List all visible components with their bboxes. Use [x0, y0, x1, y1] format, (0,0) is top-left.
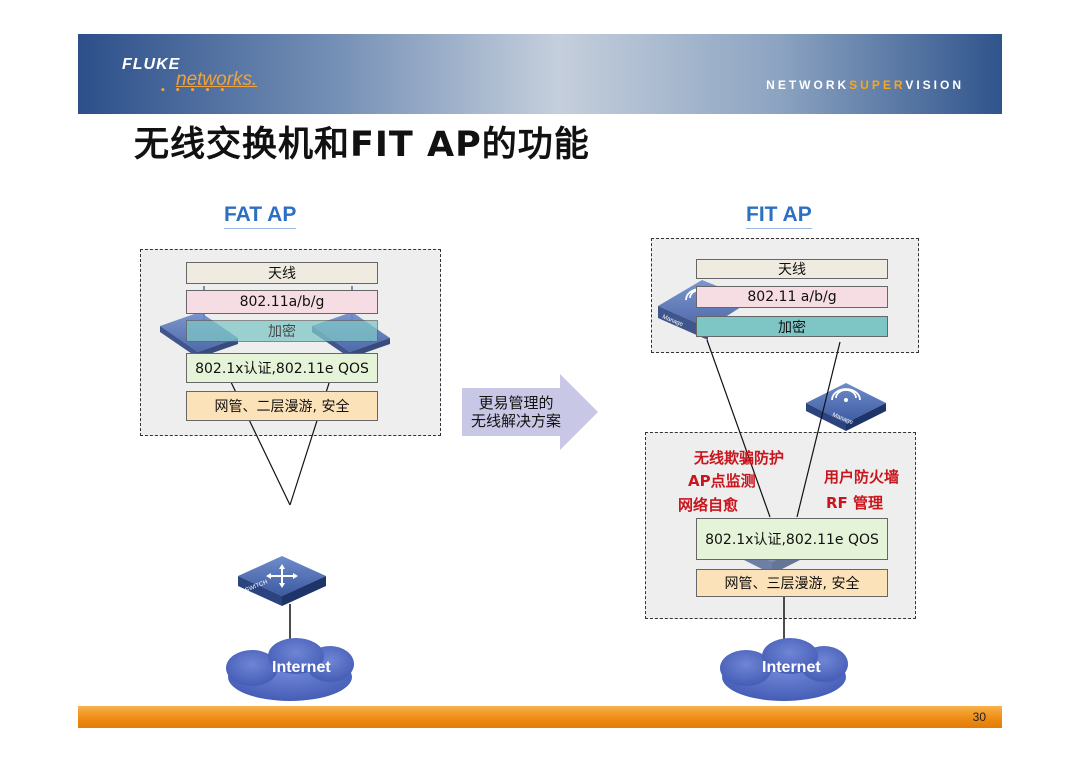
footer-bar: 30	[78, 706, 1002, 728]
managed-ap-device: Manage	[806, 383, 886, 431]
internet-label-left: Internet	[272, 659, 331, 676]
internet-label-right: Internet	[762, 659, 821, 676]
fit-layer-encrypt: 加密	[696, 316, 888, 337]
switch-icon: SWITCH	[238, 556, 326, 606]
feature-ap-monitor: AP点监测	[688, 472, 756, 490]
fat-layer-radio: 802.11a/b/g	[186, 290, 378, 314]
page-number: 30	[972, 710, 986, 724]
fit-layer-radio: 802.11 a/b/g	[696, 286, 888, 308]
arrow-icon	[462, 374, 598, 450]
logo-dots: • • • • •	[160, 86, 229, 96]
fat-layer-encrypt: 加密	[186, 320, 378, 342]
switch-layer-management: 网管、三层漫游, 安全	[696, 569, 888, 597]
feature-self-healing: 网络自愈	[678, 496, 739, 514]
slide-title: 无线交换机和FIT AP的功能	[134, 125, 590, 165]
fit-ap-title: FIT AP	[746, 203, 812, 229]
tagline-network: NETWORK	[766, 78, 850, 92]
arrow-caption-line1: 更易管理的	[478, 394, 554, 412]
arrow-caption-line2: 无线解决方案	[470, 412, 561, 430]
feature-user-firewall: 用户防火墙	[824, 468, 900, 486]
fat-ap-title: FAT AP	[224, 203, 297, 229]
logo-networks: networks.	[176, 69, 258, 90]
internet-cloud-right	[720, 638, 848, 701]
fit-link-right	[796, 341, 841, 518]
header-banner: FLUKE networks. • • • • • NETWORKSUPERVI…	[78, 34, 1002, 114]
tagline: NETWORKSUPERVISION	[766, 78, 964, 92]
tagline-super: SUPER	[849, 78, 906, 92]
arrow-caption: 更易管理的 无线解决方案	[461, 394, 571, 430]
fat-layer-antenna: 天线	[186, 262, 378, 284]
fit-link-left	[706, 339, 771, 518]
internet-cloud-left	[226, 638, 354, 701]
fat-layer-management: 网管、二层漫游, 安全	[186, 391, 378, 421]
tagline-vision: VISION	[905, 78, 964, 92]
fit-layer-antenna: 天线	[696, 259, 888, 279]
fat-layer-auth-qos: 802.1x认证,802.11e QOS	[186, 353, 378, 383]
feature-rf-management: RF 管理	[826, 494, 884, 512]
logo-fluke: FLUKE	[122, 56, 181, 73]
switch-layer-auth-qos: 802.1x认证,802.11e QOS	[696, 518, 888, 560]
feature-spoof-protection: 无线欺骗防护	[694, 449, 785, 467]
